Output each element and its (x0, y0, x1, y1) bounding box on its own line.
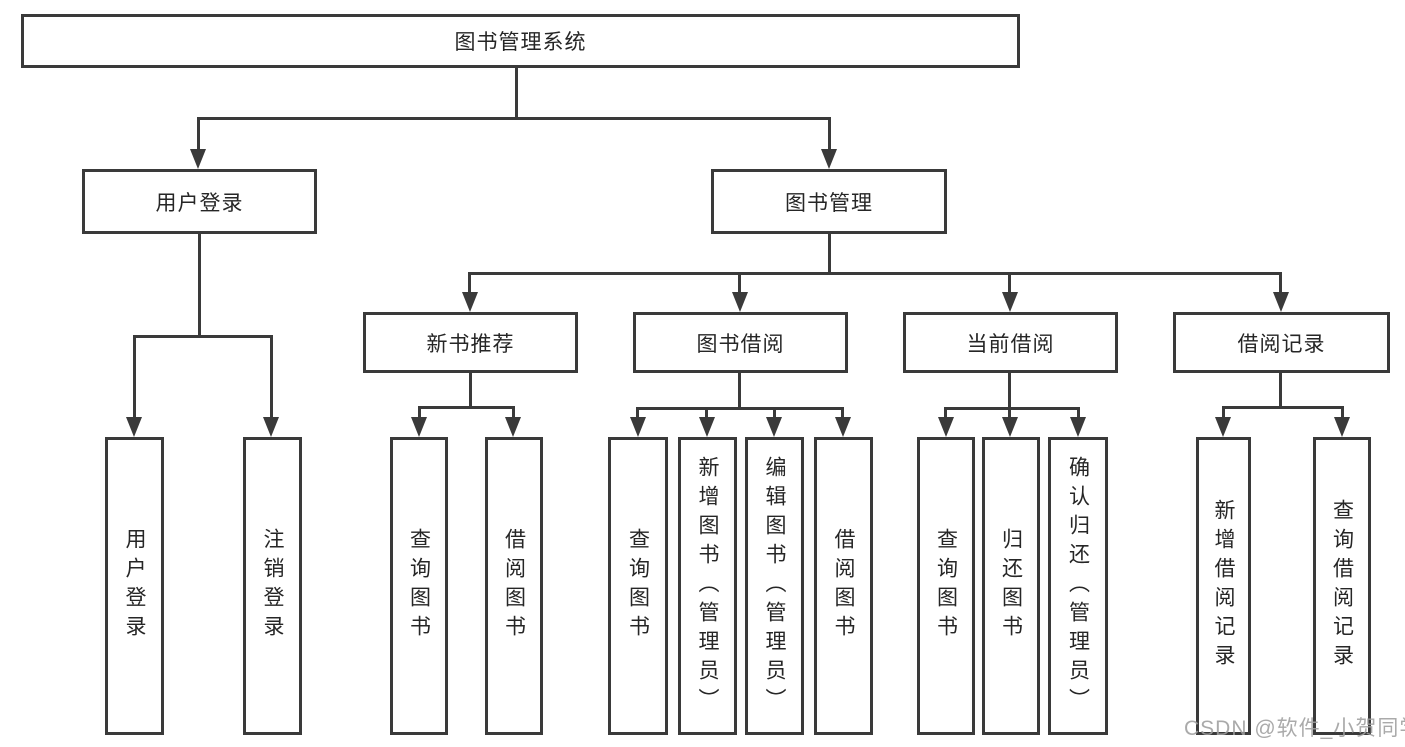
arrow-head-logout-leaf (263, 417, 279, 437)
node-label: 借阅图书 (832, 528, 855, 644)
node-label: 用户登录 (123, 528, 146, 644)
node-label: 新增图书（管理员） (696, 455, 719, 717)
connector-user-login-horizontal (133, 335, 273, 338)
node-new-book-recommend: 新书推荐 (363, 312, 578, 373)
node-label: 查询借阅记录 (1330, 499, 1354, 673)
node-book-borrowing: 图书借阅 (633, 312, 848, 373)
arrow-head-current-borrowing (1002, 292, 1018, 312)
arrow-shaft-bb-borrow-books (841, 407, 844, 419)
arrow-head-rec-borrow-books (505, 417, 521, 437)
node-label: 图书借阅 (696, 332, 785, 356)
arrow-shaft-book-management (828, 117, 831, 151)
arrow-head-bb-borrow-books (835, 417, 851, 437)
arrow-shaft-bb-query-books (636, 407, 639, 419)
connector-current-borrowing-horizontal (944, 407, 1080, 410)
connector-new-book-recommend-vertical (469, 373, 472, 408)
node-library-management-system: 图书管理系统 (21, 14, 1020, 68)
connector-book-management-vertical (828, 234, 831, 274)
arrow-shaft-current-borrowing (1008, 272, 1011, 294)
node-br-add-record: 新增借阅记录 (1196, 437, 1251, 735)
connector-root-horizontal (197, 117, 831, 120)
connector-borrowing-records-vertical (1279, 373, 1282, 408)
node-label: 查询图书 (934, 528, 958, 644)
arrow-head-cb-return-books (1002, 417, 1018, 437)
node-label: 图书管理 (785, 191, 873, 215)
arrow-head-borrowing-records (1273, 292, 1289, 312)
arrow-shaft-logout-leaf (270, 335, 273, 419)
node-cb-confirm-return-admin: 确认归还（管理员） (1048, 437, 1108, 735)
node-current-borrowing: 当前借阅 (903, 312, 1118, 373)
node-user-login: 用户登录 (82, 169, 317, 234)
arrow-shaft-bb-add-books (705, 407, 708, 419)
node-br-query-record: 查询借阅记录 (1313, 437, 1371, 735)
node-book-management: 图书管理 (711, 169, 947, 234)
node-label: 借阅图书 (502, 528, 526, 644)
arrow-head-br-add-record (1215, 417, 1231, 437)
connector-user-login-vertical (198, 234, 201, 337)
node-bb-borrow-books: 借阅图书 (814, 437, 873, 735)
arrow-shaft-rec-borrow-books (512, 406, 515, 419)
arrow-head-cb-query-books (938, 417, 954, 437)
arrow-head-bb-add-books (699, 417, 715, 437)
connector-borrowing-records-horizontal (1222, 406, 1343, 409)
arrow-head-new-book-recommend (462, 292, 478, 312)
node-label: 查询图书 (407, 528, 431, 644)
arrow-shaft-book-borrowing (738, 272, 741, 294)
arrow-shaft-cb-confirm-return (1077, 407, 1080, 419)
arrow-shaft-rec-query-books (418, 406, 421, 419)
arrow-shaft-user-login (197, 117, 200, 151)
node-label: 注销登录 (261, 528, 284, 644)
connector-root-vertical (515, 68, 518, 119)
node-cb-return-books: 归还图书 (982, 437, 1040, 735)
node-label: 借阅记录 (1237, 332, 1326, 356)
connector-current-borrowing-vertical (1008, 373, 1011, 409)
connector-book-management-horizontal (469, 272, 1282, 275)
arrow-shaft-bb-edit-books (773, 407, 776, 419)
node-rec-borrow-books: 借阅图书 (485, 437, 543, 735)
arrow-shaft-br-query-record (1341, 406, 1344, 419)
node-label: 新增借阅记录 (1212, 499, 1235, 673)
arrow-shaft-user-login-leaf (133, 335, 136, 419)
node-cb-query-books: 查询图书 (917, 437, 975, 735)
watermark-csdn: CSDN @软件_小贺同学 (1184, 717, 1405, 740)
node-label: 图书管理系统 (454, 31, 587, 54)
arrow-head-bb-edit-books (766, 417, 782, 437)
node-bb-edit-books-admin: 编辑图书（管理员） (745, 437, 804, 735)
arrow-shaft-br-add-record (1222, 406, 1225, 419)
arrow-shaft-new-book-recommend (468, 272, 471, 294)
node-label: 当前借阅 (966, 332, 1055, 356)
node-label: 查询图书 (626, 528, 650, 644)
arrow-head-cb-confirm-return (1070, 417, 1086, 437)
connector-book-borrowing-vertical (738, 373, 741, 409)
arrow-head-rec-query-books (411, 417, 427, 437)
arrow-shaft-cb-query-books (944, 407, 947, 419)
arrow-head-user-login (190, 149, 206, 169)
node-label: 编辑图书（管理员） (763, 455, 786, 717)
node-label: 归还图书 (999, 528, 1023, 644)
arrow-head-book-borrowing (732, 292, 748, 312)
node-borrowing-records: 借阅记录 (1173, 312, 1390, 373)
arrow-head-br-query-record (1334, 417, 1350, 437)
node-label: 新书推荐 (426, 332, 515, 356)
node-bb-query-books: 查询图书 (608, 437, 668, 735)
arrow-shaft-cb-return-books (1008, 407, 1011, 419)
arrow-head-user-login-leaf (126, 417, 142, 437)
connector-book-borrowing-horizontal (637, 407, 843, 410)
connector-new-book-recommend-horizontal (418, 406, 514, 409)
node-rec-query-books: 查询图书 (390, 437, 448, 735)
node-bb-add-books-admin: 新增图书（管理员） (678, 437, 737, 735)
arrow-head-bb-query-books (630, 417, 646, 437)
arrow-head-book-management (821, 149, 837, 169)
arrow-shaft-borrowing-records (1279, 272, 1282, 294)
node-logout-leaf: 注销登录 (243, 437, 302, 735)
node-label: 用户登录 (155, 191, 244, 215)
node-user-login-leaf: 用户登录 (105, 437, 164, 735)
node-label: 确认归还（管理员） (1066, 455, 1090, 717)
